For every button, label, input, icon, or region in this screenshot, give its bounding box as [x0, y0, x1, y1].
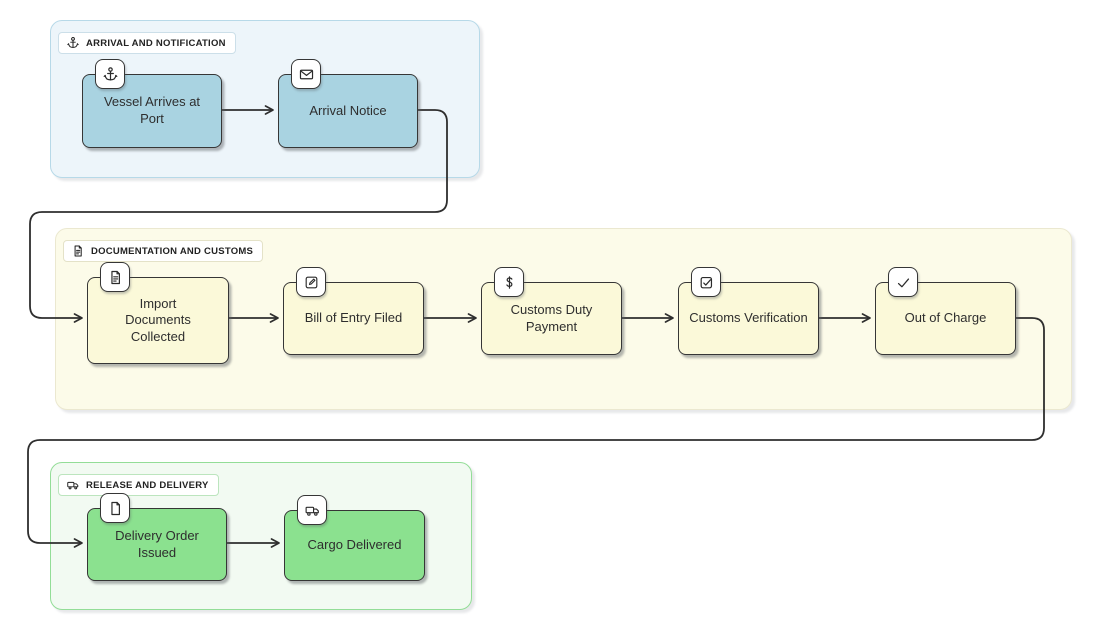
section-label-text: RELEASE AND DELIVERY — [86, 479, 209, 491]
node-import-documents-collected[interactable]: Import Documents Collected — [87, 262, 229, 364]
document-icon — [71, 244, 85, 258]
edit-icon — [303, 274, 320, 291]
node-customs-duty-payment[interactable]: Customs Duty Payment — [481, 267, 622, 355]
node-arrival-notice[interactable]: Arrival Notice — [278, 59, 418, 148]
section-label-delivery: RELEASE AND DELIVERY — [58, 474, 219, 496]
node-delivery-order-issued[interactable]: Delivery Order Issued — [87, 493, 227, 581]
node-bill-of-entry-filed[interactable]: Bill of Entry Filed — [283, 267, 424, 355]
node-badge — [691, 267, 721, 297]
section-label-text: ARRIVAL AND NOTIFICATION — [86, 37, 226, 49]
node-badge — [296, 267, 326, 297]
node-badge — [100, 493, 130, 523]
node-customs-verification[interactable]: Customs Verification — [678, 267, 819, 355]
node-label: Import Documents Collected — [125, 295, 191, 344]
node-badge — [888, 267, 918, 297]
node-label: Vessel Arrives at Port — [103, 94, 201, 126]
node-label: Bill of Entry Filed — [304, 310, 403, 326]
checkbox-icon — [698, 274, 715, 291]
document-icon — [107, 269, 124, 286]
node-label: Cargo Delivered — [307, 537, 402, 553]
node-cargo-delivered[interactable]: Cargo Delivered — [284, 495, 425, 581]
node-badge — [95, 59, 125, 89]
dollar-icon — [501, 274, 518, 291]
truck-icon — [304, 502, 321, 519]
section-label-customs: DOCUMENTATION AND CUSTOMS — [63, 240, 264, 262]
node-out-of-charge[interactable]: Out of Charge — [875, 267, 1016, 355]
envelope-icon — [298, 66, 315, 83]
truck-icon — [66, 478, 80, 492]
file-icon — [107, 500, 124, 517]
node-vessel-arrives-at-port[interactable]: Vessel Arrives at Port — [82, 59, 222, 148]
node-label: Customs Verification — [689, 310, 808, 326]
node-badge — [494, 267, 524, 297]
node-label: Out of Charge — [904, 310, 987, 326]
anchor-icon — [66, 36, 80, 50]
anchor-icon — [102, 66, 119, 83]
node-label: Arrival Notice — [309, 102, 387, 118]
node-badge — [291, 59, 321, 89]
check-icon — [895, 274, 912, 291]
section-label-arrival: ARRIVAL AND NOTIFICATION — [58, 32, 236, 54]
node-badge — [297, 495, 327, 525]
section-label-text: DOCUMENTATION AND CUSTOMS — [91, 245, 254, 257]
node-badge — [100, 262, 130, 292]
node-label: Delivery Order Issued — [115, 527, 199, 560]
node-label: Customs Duty Payment — [510, 301, 593, 334]
